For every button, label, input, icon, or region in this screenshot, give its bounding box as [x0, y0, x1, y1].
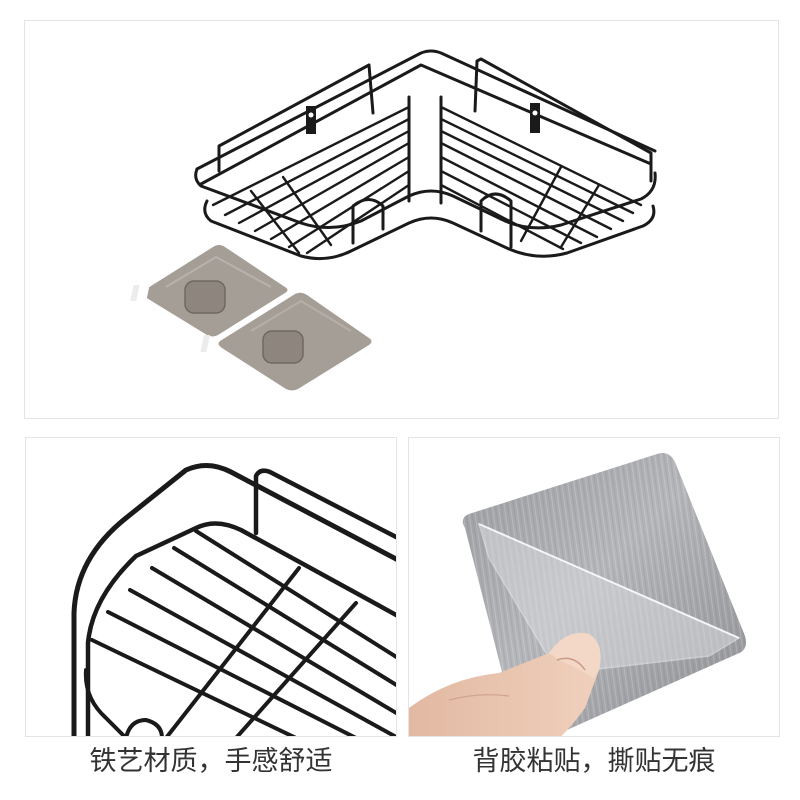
product-image-adhesive-peel: [408, 437, 780, 737]
adhesive-pad-1: [130, 245, 288, 337]
hand: [409, 632, 601, 736]
product-image-wire-closeup: [25, 437, 397, 737]
keyhole-plate-left: [306, 106, 316, 134]
adhesive-pad-2: [200, 292, 372, 391]
caption-material: 铁艺材质，手感舒适: [89, 746, 333, 777]
product-image-main: [24, 20, 779, 419]
wire-shelf-closeup-illustration: [71, 463, 396, 736]
keyhole-plate-right: [530, 103, 540, 133]
adhesive-pad-peel-illustration: [409, 453, 746, 736]
caption-adhesive: 背胶粘贴，撕贴无痕: [472, 746, 716, 777]
corner-shelf-illustration: [130, 49, 657, 391]
